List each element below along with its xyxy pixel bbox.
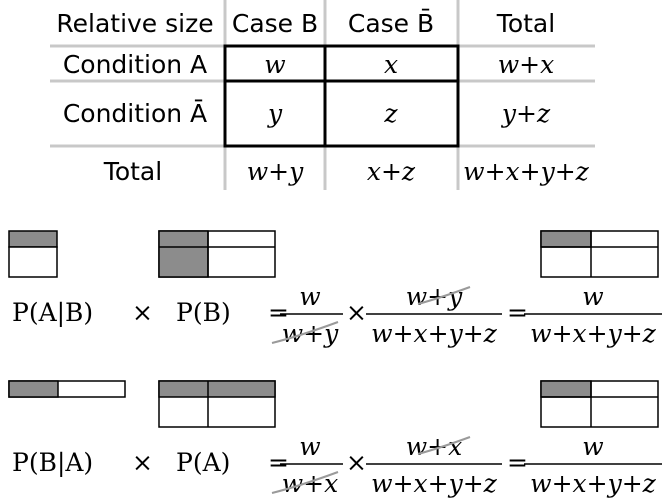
cell-z: z [383, 99, 398, 128]
cancel-strike [417, 286, 471, 305]
eq2-frac1-num: w [299, 432, 320, 461]
cell-y-plus-z: y+z [501, 99, 551, 128]
eq2-frac1-den: w+x [282, 469, 338, 498]
icon-p-a [158, 380, 276, 428]
eq2-equals: = [268, 448, 289, 477]
cell-x-plus-z: x+z [367, 157, 416, 186]
equation-1: P(A|B) × P(B) = w w+y × w+y w+x+y+z = w … [12, 282, 662, 348]
cell-x: x [384, 50, 398, 79]
row-label-condition-a: Condition A [63, 50, 207, 79]
equation-2-icons [8, 380, 659, 428]
eq1-times-2: × [346, 298, 367, 327]
eq2-prior: P(A) [176, 448, 230, 477]
cell-grand-total: w+x+y+z [463, 157, 589, 186]
eq2-times-2: × [346, 448, 367, 477]
equation-1-icons [8, 230, 659, 278]
col-header-total: Total [496, 9, 555, 38]
eq1-equals: = [268, 298, 289, 327]
eq1-frac2-den: w+x+y+z [371, 319, 497, 348]
cancel-strike [417, 436, 471, 455]
cell-w-plus-x: w+x [498, 50, 554, 79]
cancel-strike [271, 471, 339, 494]
eq1-frac3-num: w [582, 282, 603, 311]
eq2-given: P(B|A) [12, 448, 93, 478]
eq2-times: × [132, 448, 153, 477]
cell-w: w [264, 50, 285, 79]
cancel-strike [271, 321, 339, 344]
table-corner-label: Relative size [56, 9, 213, 38]
icon-p-b-given-a [8, 380, 126, 398]
eq1-times: × [132, 298, 153, 327]
row-label-condition-a-bar: Condition Ā [63, 99, 207, 128]
cell-y: y [267, 99, 283, 128]
equation-2: P(B|A) × P(A) = w w+x × w+x w+x+y+z = w … [12, 432, 662, 498]
icon-p-a-given-b [8, 230, 58, 278]
eq2-frac2-den: w+x+y+z [371, 469, 497, 498]
eq1-prior: P(B) [176, 298, 231, 327]
cell-w-plus-y: w+y [247, 157, 304, 186]
inner-box [223, 44, 460, 148]
col-header-case-b-bar: Case B̄ [348, 8, 434, 38]
eq2-equals-2: = [507, 448, 528, 477]
icon-p-a-and-b-1 [540, 230, 659, 278]
eq1-frac2-num: w+y [406, 282, 463, 311]
eq2-frac3-den: w+x+y+z [530, 469, 656, 498]
eq2-frac2-num: w+x [406, 432, 462, 461]
contingency-table: Relative size Case B Case B̄ Total Condi… [50, 0, 595, 190]
row-label-total: Total [103, 157, 162, 186]
eq1-equals-2: = [507, 298, 528, 327]
eq1-given: P(A|B) [12, 298, 93, 328]
eq1-frac1-num: w [299, 282, 320, 311]
eq1-frac1-den: w+y [282, 319, 339, 348]
eq2-frac3-num: w [582, 432, 603, 461]
icon-p-a-and-b-2 [540, 380, 659, 428]
eq1-frac3-den: w+x+y+z [530, 319, 656, 348]
col-header-case-b: Case B [232, 9, 318, 38]
icon-p-b [158, 230, 276, 278]
